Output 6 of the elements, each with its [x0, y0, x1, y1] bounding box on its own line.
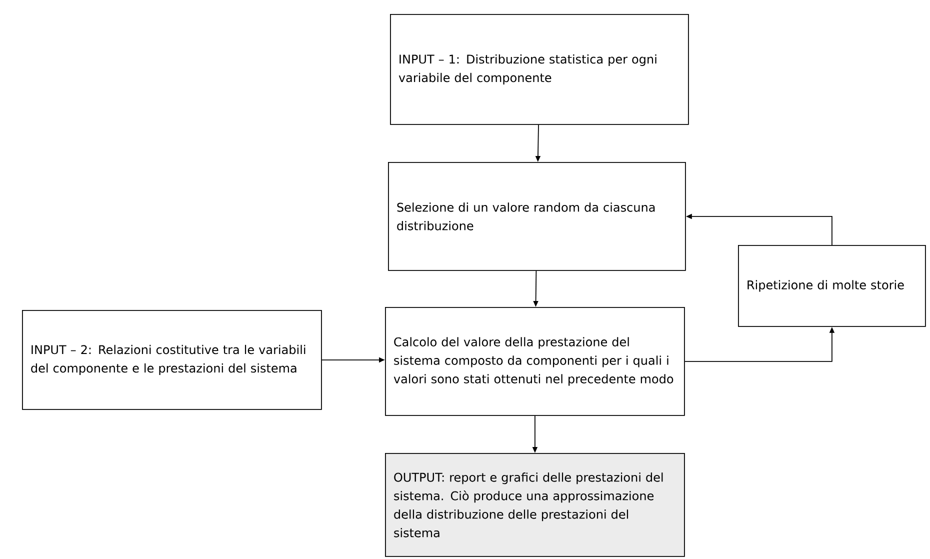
output-box: OUTPUT: report e grafici delle prestazioni del sistema. Ciò produce una approssimazione della distribuzione delle prestazioni del sistema — [385, 452, 685, 557]
process-box: Selezione di un valore random da ciascuna distribuzione — [388, 162, 686, 271]
input-box: INPUT – 2: Relazioni costitutive tra le variabili del componente e le prestazioni del sistema — [22, 310, 322, 410]
process-box: Calcolo del valore della prestazione del sistema composto da componenti per i quali i valori sono stati ottenuti nel precedente modo — [385, 307, 685, 416]
loop-box: Ripetizione di molte storie — [738, 245, 926, 327]
input-box: INPUT – 1: Distribuzione statistica per ogni variabile del componente — [390, 14, 689, 125]
